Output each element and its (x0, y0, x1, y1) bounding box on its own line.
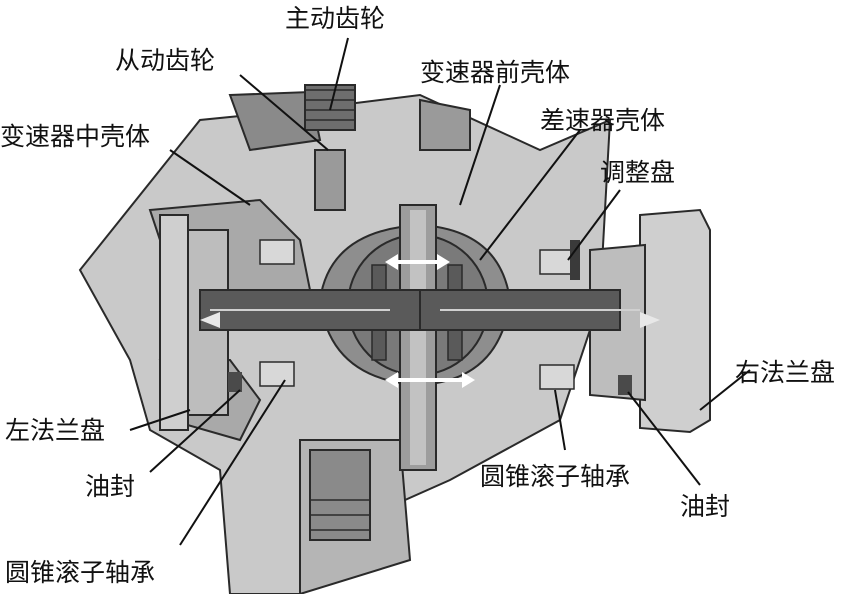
label-oil-seal-left: 油封 (85, 472, 136, 501)
leader-shim (567, 189, 621, 261)
lower-gear (309, 449, 371, 541)
oil-seals (228, 372, 632, 395)
label-driven-gear: 从动齿轮 (115, 46, 216, 75)
label-right-flange: 右法兰盘 (735, 358, 836, 387)
tapered-roller-bearings (259, 239, 575, 390)
label-left-flange: 左法兰盘 (5, 416, 106, 445)
leader-right-flange (699, 369, 751, 411)
label-drive-gear: 主动齿轮 (285, 4, 386, 33)
rotation-arrows (385, 254, 475, 388)
leader-left-flange (129, 409, 191, 431)
leader-oil-seal-left (149, 389, 241, 473)
leader-oil-seal-right (627, 391, 701, 486)
leader-lines (129, 37, 751, 546)
leader-bearing-right (554, 389, 566, 451)
label-bearing-left: 圆锥滚子轴承 (5, 558, 156, 587)
leader-diff-housing (479, 129, 581, 261)
label-bearing-right: 圆锥滚子轴承 (480, 462, 631, 491)
leader-bearing-left (179, 379, 286, 546)
pinion-shaft (399, 204, 437, 471)
half-shafts (199, 289, 660, 331)
leader-driven-gear (239, 74, 329, 151)
label-front-housing: 变速器前壳体 (420, 58, 571, 87)
leader-drive-gear (329, 37, 349, 111)
label-diff-housing: 差速器壳体 (540, 106, 666, 135)
leader-front-housing (459, 84, 501, 206)
label-shim: 调整盘 (600, 158, 676, 187)
label-middle-housing: 变速器中壳体 (0, 122, 151, 151)
label-oil-seal-right: 油封 (680, 492, 731, 521)
leader-middle-housing (169, 149, 251, 206)
gears (304, 84, 356, 211)
shim (570, 240, 580, 280)
